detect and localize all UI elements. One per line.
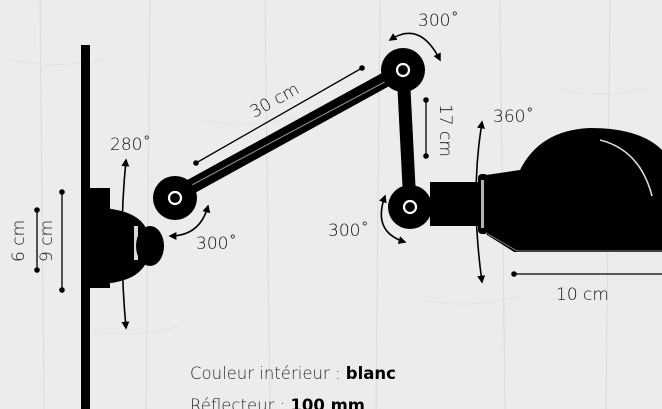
label-base-height-outer: 9 cm [37,220,57,262]
spec-interior-color: Couleur intérieur : blanc [190,364,396,383]
label-elbow-rotation: 300˚ [418,11,459,31]
elbow-joint [381,48,425,92]
shoulder-joint [153,176,197,220]
dimension-upper-arm [193,65,365,166]
spec-reflector-value: 100 mm [290,396,365,409]
dimension-forearm [423,97,429,159]
dimension-base-inner [34,207,40,273]
label-forearm-length: 17 cm [435,104,455,157]
rotation-arrow-shoulder-300 [168,204,211,240]
rotation-arrow-360 [475,120,486,284]
label-wrist-rotation: 300˚ [328,221,369,241]
label-base-height-inner: 6 cm [9,220,29,262]
lamp-head [430,128,662,252]
wall-pole [81,45,90,409]
spec-reflector-label: Réflecteur : [190,396,291,409]
dimension-base-outer [59,189,65,293]
spec-interior-color-label: Couleur intérieur : [190,364,346,383]
label-shade-width: 10 cm [556,285,609,305]
label-upper-arm-length: 30 cm [247,79,303,122]
rotation-arrow-280 [121,158,130,330]
label-shade-rotation: 360˚ [493,107,534,127]
forearm [396,63,417,213]
rotation-arrow-wrist-300 [379,194,407,244]
spec-interior-color-value: blanc [345,364,396,383]
label-shoulder-joint-rotation: 300˚ [196,234,237,254]
wrist-joint [388,185,432,229]
label-shoulder-rotation: 280˚ [110,135,151,155]
upper-arm [164,62,411,205]
rotation-arrow-elbow-300 [388,32,441,62]
dimension-shade-width [511,271,662,277]
spec-reflector: Réflecteur : 100 mm [190,396,365,409]
wall-base [88,188,164,288]
